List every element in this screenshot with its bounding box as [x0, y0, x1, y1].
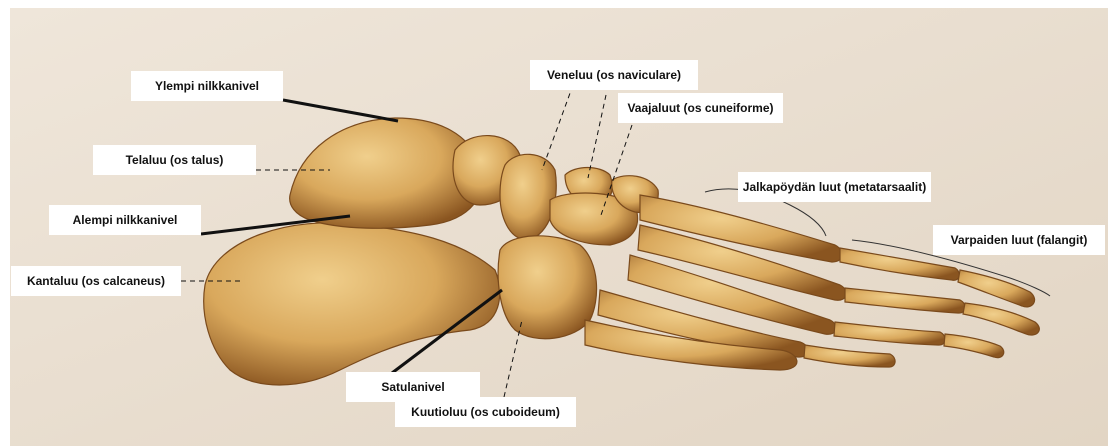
label-varpaiden-luut: Varpaiden luut (falangit) — [933, 225, 1105, 255]
label-telaluu: Telaluu (os talus) — [93, 145, 256, 175]
label-vaajaluut: Vaajaluut (os cuneiforme) — [618, 93, 783, 123]
label-jalkapoydan-luut: Jalkapöydän luut (metatarsaalit) — [738, 172, 931, 202]
cuboid-bone — [498, 236, 596, 339]
label-alempi-nilkkanivel: Alempi nilkkanivel — [49, 205, 201, 235]
label-kantaluu: Kantaluu (os calcaneus) — [11, 266, 181, 296]
label-ylempi-nilkkanivel: Ylempi nilkkanivel — [131, 71, 283, 101]
label-veneluu: Veneluu (os naviculare) — [530, 60, 698, 90]
label-kuutioluu: Kuutioluu (os cuboideum) — [395, 397, 576, 427]
